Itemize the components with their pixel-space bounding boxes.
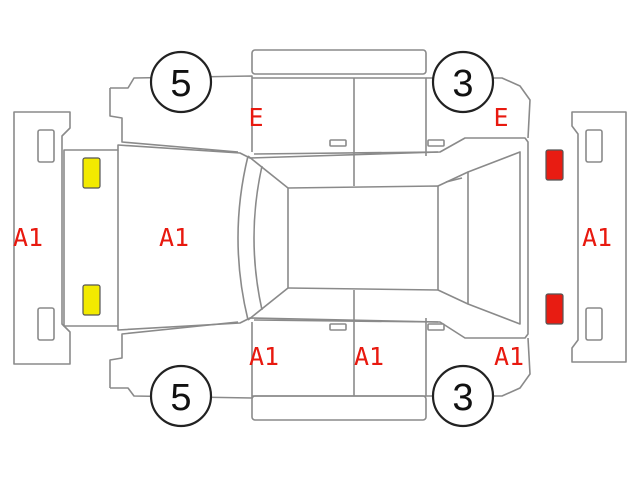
- front-bumper: [13, 111, 71, 365]
- wheel-front-right: 5: [149, 364, 213, 428]
- rear-bumper: [571, 111, 627, 363]
- wheel-front-right-number: 5: [170, 377, 191, 419]
- code-front-fender-top: E: [248, 103, 263, 132]
- code-rear-bumper: A1: [582, 223, 612, 252]
- code-rear-fender-bottom: A1: [494, 342, 524, 371]
- wheel-rear-left-number: 3: [452, 63, 473, 105]
- wheel-front-left-number: 5: [170, 63, 191, 105]
- front-right-lamp: [82, 284, 101, 316]
- wheel-front-left: 5: [149, 50, 213, 114]
- wheel-rear-left: 3: [431, 50, 495, 114]
- top-side-strip: [251, 49, 427, 75]
- code-front-bumper: A1: [13, 223, 43, 252]
- front-left-lamp: [82, 157, 101, 189]
- code-hood: A1: [159, 223, 189, 252]
- code-front-door-bottom: A1: [249, 342, 279, 371]
- rear-left-lamp: [545, 149, 564, 181]
- car-body-top-view: [63, 137, 529, 339]
- code-rear-fender-top: E: [493, 103, 508, 132]
- code-rear-door-bottom: A1: [354, 342, 384, 371]
- wheel-rear-right: 3: [431, 364, 495, 428]
- bottom-side-strip: [251, 395, 427, 421]
- rear-right-lamp: [545, 293, 564, 325]
- wheel-rear-right-number: 3: [452, 377, 473, 419]
